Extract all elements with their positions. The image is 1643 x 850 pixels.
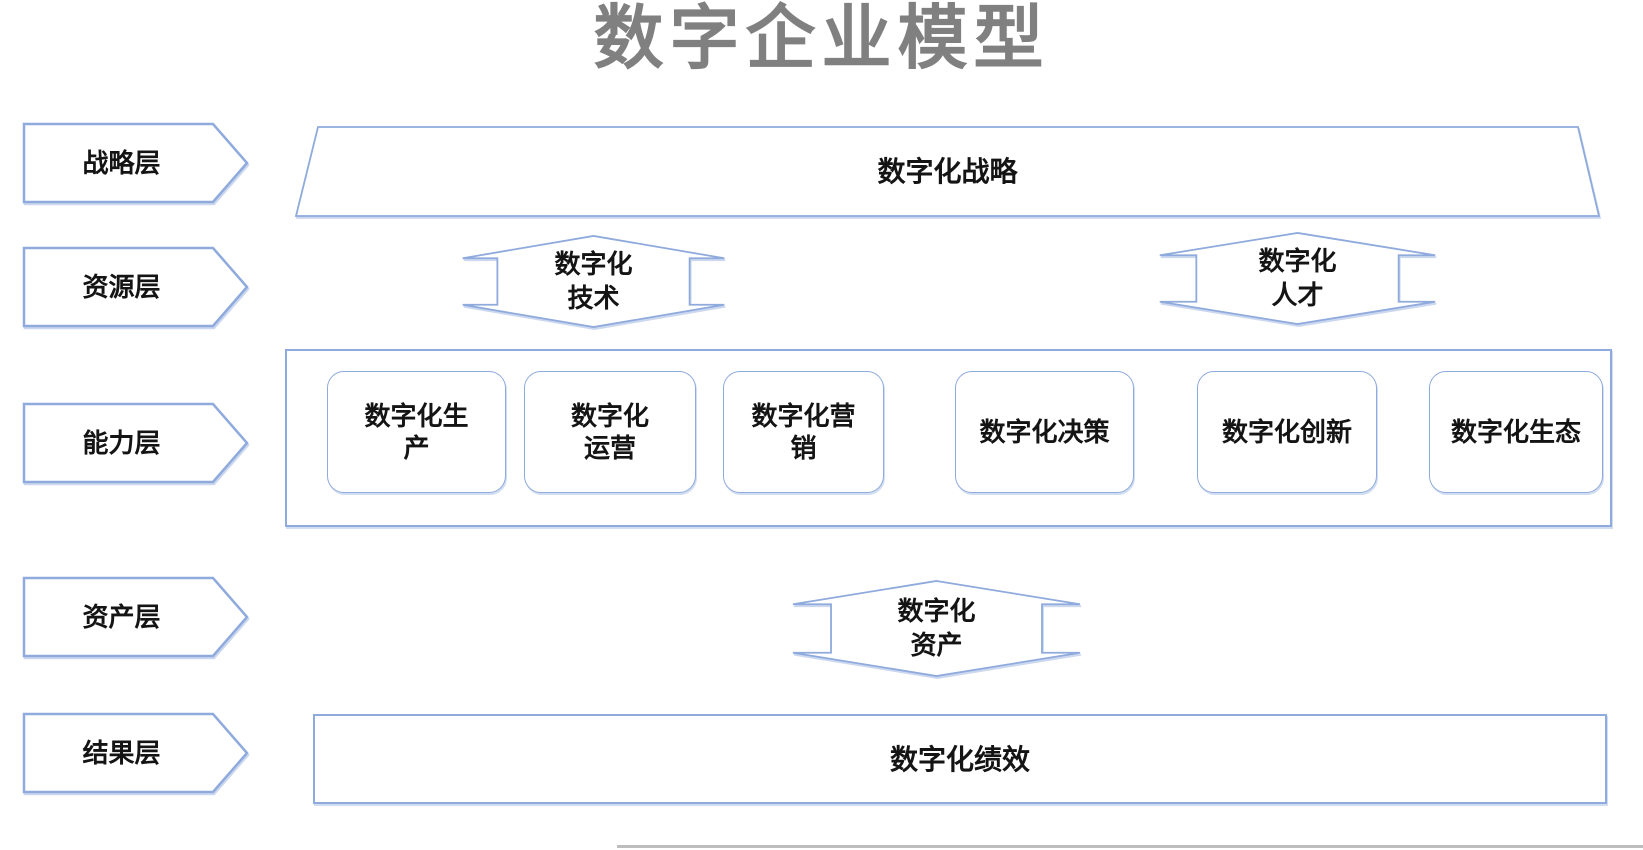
layer-label-asset: 资产层 xyxy=(82,601,161,632)
layer-label-strategy: 战略层 xyxy=(82,147,161,178)
resource-arrow-talent-label: 数字化 人才 xyxy=(1258,245,1337,310)
up-down-arrow-shape xyxy=(1157,232,1438,325)
layer-arrow-resource: 资源层 xyxy=(23,247,248,327)
capability-box-decision: 数字化决策 xyxy=(955,371,1134,493)
pentagon-arrow-shape xyxy=(23,577,248,657)
pentagon-arrow-shape xyxy=(23,403,248,483)
pentagon-arrow-shape xyxy=(23,123,248,203)
capability-label-innovation: 数字化创新 xyxy=(1221,416,1352,447)
pentagon-arrow-shape xyxy=(23,713,248,793)
layer-arrow-asset: 资产层 xyxy=(23,577,248,657)
strategy-band-label: 数字化战略 xyxy=(877,156,1018,187)
up-down-arrow-shape xyxy=(790,580,1083,677)
strategy-band: 数字化战略 xyxy=(295,126,1600,217)
layer-arrow-capability: 能力层 xyxy=(23,403,248,483)
capability-label-marketing: 数字化营 销 xyxy=(751,400,856,464)
result-band: 数字化绩效 xyxy=(313,714,1607,804)
capability-box-innovation: 数字化创新 xyxy=(1197,371,1377,493)
capability-label-ecosystem: 数字化生态 xyxy=(1450,416,1581,447)
asset-arrow: 数字化 资产 xyxy=(790,580,1083,677)
layer-arrow-strategy: 战略层 xyxy=(23,123,248,203)
capability-box-production: 数字化生 产 xyxy=(327,371,506,493)
layer-label-capability: 能力层 xyxy=(82,427,161,458)
capability-box-operation: 数字化 运营 xyxy=(524,371,696,493)
trapezoid-shape xyxy=(295,126,1600,217)
layer-arrow-result: 结果层 xyxy=(23,713,248,793)
capability-label-production: 数字化生 产 xyxy=(364,400,469,464)
resource-arrow-talent: 数字化 人才 xyxy=(1157,232,1438,325)
capability-box-ecosystem: 数字化生态 xyxy=(1429,371,1603,493)
capability-label-operation: 数字化 运营 xyxy=(570,400,649,464)
pentagon-arrow-shape xyxy=(23,247,248,327)
resource-arrow-technology-label: 数字化 技术 xyxy=(554,248,633,313)
page-edge-line xyxy=(617,845,1643,848)
result-band-label: 数字化绩效 xyxy=(889,743,1030,775)
resource-arrow-technology: 数字化 技术 xyxy=(460,235,727,328)
up-down-arrow-shape xyxy=(460,235,727,328)
layer-label-result: 结果层 xyxy=(82,737,161,768)
asset-arrow-label: 数字化 资产 xyxy=(897,595,976,660)
capability-container xyxy=(285,349,1612,527)
capability-box-marketing: 数字化营 销 xyxy=(723,371,884,493)
capability-label-decision: 数字化决策 xyxy=(979,416,1110,447)
layer-label-resource: 资源层 xyxy=(82,271,161,302)
diagram-title: 数字企业模型 xyxy=(593,0,1050,77)
